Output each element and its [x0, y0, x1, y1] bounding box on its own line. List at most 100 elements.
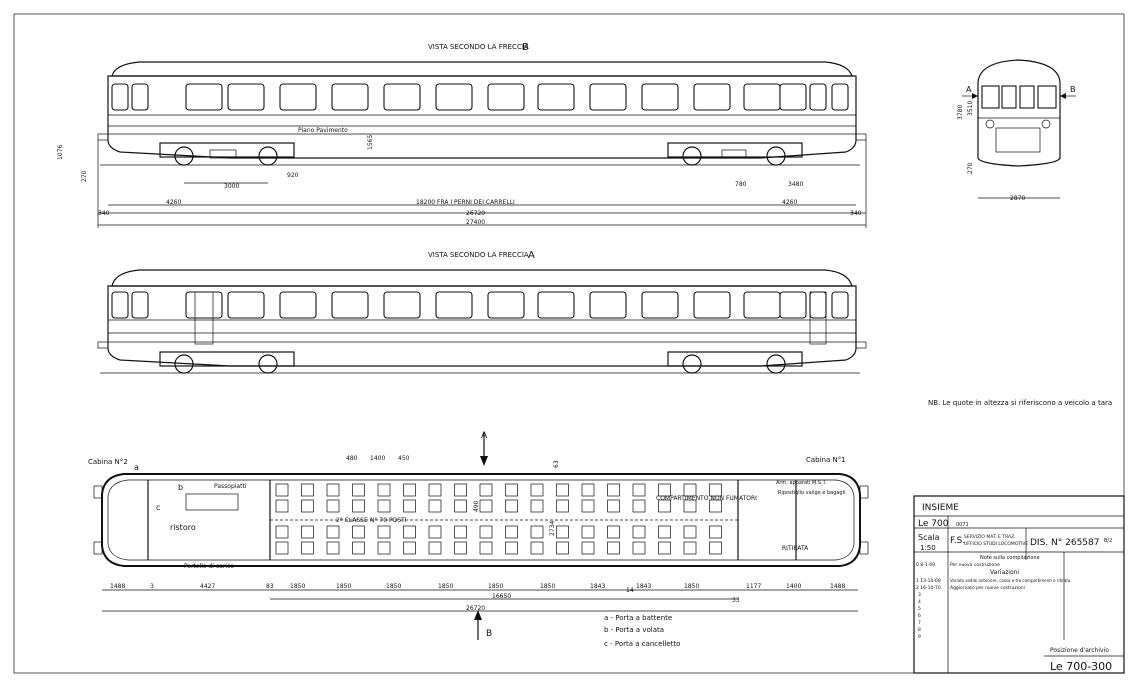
- dim-chain-label: 1850: [438, 583, 453, 590]
- window: [331, 83, 369, 111]
- dim-chain-label: 1850: [540, 583, 555, 590]
- dim-chain-label: 83: [266, 583, 274, 590]
- tb-dis-number: DIS. N° 265587: [1030, 538, 1099, 548]
- ristoro-label: ristoro: [170, 523, 196, 532]
- legend-a: a - Porta a battente: [604, 614, 672, 622]
- bogie-right: [667, 142, 803, 166]
- door-a-mark: a: [134, 463, 139, 472]
- window: [227, 291, 265, 319]
- front-arrow-a: A: [966, 85, 972, 94]
- seat: [530, 525, 544, 539]
- tb-row1: Variato sedile anteriore, cassa e tra co…: [950, 578, 1071, 583]
- seat: [505, 541, 518, 555]
- dim-16650: 16650: [492, 593, 511, 600]
- seats-count: N° 70 POSTI: [370, 517, 407, 524]
- dim-2870: 2870: [1010, 195, 1025, 202]
- seat: [428, 541, 442, 555]
- seat: [530, 541, 544, 555]
- dim-1400: 1400: [370, 455, 385, 462]
- dim-2734: 2734: [549, 521, 556, 536]
- passo-label: Passopiatti: [214, 483, 247, 490]
- window: [131, 291, 149, 319]
- tb-dis-suffix: B/2: [1104, 538, 1112, 544]
- tb-office2: UFFICIO STUDI LOCOMOTIVE: [964, 541, 1029, 547]
- bogie-a-right: [667, 351, 803, 374]
- seat: [479, 499, 493, 513]
- seat: [556, 525, 569, 539]
- tb-row1-date: 1 13-10-69: [916, 578, 941, 584]
- window: [227, 83, 265, 111]
- arm-label: Arm. apparati M.S.T.: [776, 480, 827, 486]
- seat: [352, 483, 365, 497]
- seat: [505, 483, 518, 497]
- window: [435, 83, 473, 111]
- seat: [377, 499, 391, 513]
- dim-3000: 3000: [224, 183, 239, 190]
- tb-row2: Aggiornato per nuove costruzioni: [950, 585, 1025, 591]
- tb-insieme: INSIEME: [922, 503, 959, 513]
- dim-chain-label: 1843: [636, 583, 651, 590]
- tb-row0: Per nuova costruzione: [950, 562, 1000, 568]
- dim-4260-right: 4260: [782, 199, 797, 206]
- seat: [658, 541, 671, 555]
- seat: [632, 525, 646, 539]
- seat: [556, 499, 569, 513]
- seat: [607, 541, 620, 555]
- seat: [581, 541, 595, 555]
- seat: [607, 499, 620, 513]
- door-c-mark: c: [156, 503, 160, 512]
- tb-row0-date: 0 8-1-69: [916, 562, 935, 568]
- seat: [454, 499, 467, 513]
- window: [779, 291, 807, 319]
- floor-label: Piano Pavimento: [298, 127, 348, 134]
- seat: [607, 483, 620, 497]
- tb-note-col: Note sulla compilazione: [980, 555, 1040, 561]
- tb-row-number: 9: [918, 634, 921, 640]
- seat: [632, 483, 646, 497]
- dim-chain-label: 1850: [684, 583, 699, 590]
- dim-3480: 3480: [788, 181, 803, 188]
- window: [487, 291, 525, 319]
- tb-office: SERVIZIO MAT. E TRAZ.: [964, 534, 1016, 540]
- seat: [632, 499, 646, 513]
- tb-row2-date: 2 16-10-70: [916, 585, 941, 591]
- seat: [658, 483, 671, 497]
- legend-c: c - Porta a cancelletto: [604, 640, 680, 648]
- window: [743, 83, 781, 111]
- window: [641, 83, 679, 111]
- sheet-border: [13, 13, 1125, 674]
- seat: [479, 483, 493, 497]
- window: [779, 83, 807, 111]
- tb-archive: Le 700-300: [1050, 660, 1112, 673]
- tb-row-number: 6: [918, 613, 921, 619]
- tb-scala-value: 1:50: [920, 544, 936, 552]
- ritirata-label: RITIRATA: [782, 545, 809, 552]
- dim-26720-side: 26720: [466, 210, 485, 217]
- seat: [377, 525, 391, 539]
- section-a-label: A: [481, 431, 488, 441]
- dim-490: 490: [473, 500, 480, 512]
- window: [331, 291, 369, 319]
- window: [589, 291, 627, 319]
- dim-chain-label: 1850: [488, 583, 503, 590]
- seat: [505, 525, 518, 539]
- armadio-label: Ripostiglio valige e bagagli: [778, 490, 845, 496]
- dim-chain-label: 3: [150, 583, 154, 590]
- seat: [301, 525, 314, 539]
- dim-1565: 1565: [367, 135, 374, 150]
- seat: [632, 541, 646, 555]
- seat: [709, 483, 722, 497]
- seat: [275, 483, 289, 497]
- class-label: 2ª CLASSE: [336, 517, 368, 524]
- seat: [479, 525, 493, 539]
- seat: [352, 499, 365, 513]
- seat: [581, 483, 595, 497]
- title-block: INSIEME Le 700 0071 Scala 1:50 F.S. SERV…: [913, 495, 1125, 674]
- seat: [658, 525, 671, 539]
- seat: [352, 541, 365, 555]
- cab2-label: Cabina N°2: [88, 458, 128, 466]
- seat: [377, 483, 391, 497]
- dim-27400: 27400: [466, 219, 485, 226]
- dim-270: 270: [81, 170, 88, 182]
